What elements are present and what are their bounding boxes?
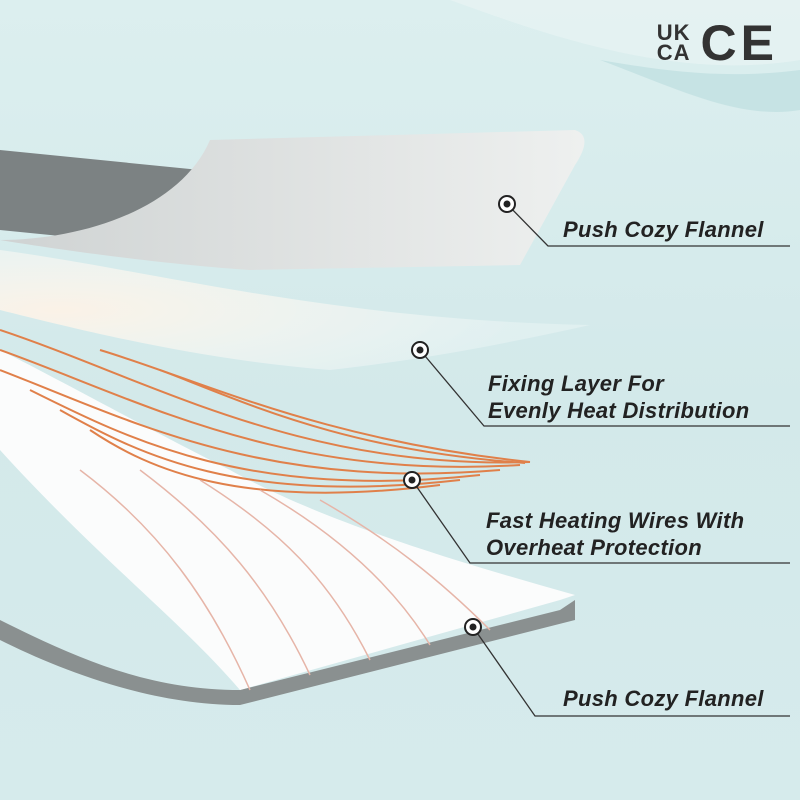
label-line: Evenly Heat Distribution xyxy=(488,398,750,423)
label-bottom-flannel: Push Cozy Flannel xyxy=(563,685,764,712)
ukca-line2: CA xyxy=(656,40,691,65)
wire-traces xyxy=(79,469,491,691)
ukca-line1: UK xyxy=(656,20,691,45)
heating-wires xyxy=(0,329,531,494)
top-flannel-layer xyxy=(0,130,585,270)
label-fixing-layer: Fixing Layer For Evenly Heat Distributio… xyxy=(488,370,749,424)
label-top-flannel: Push Cozy Flannel xyxy=(563,216,764,243)
label-line: Overheat Protection xyxy=(486,535,702,560)
fixing-layer xyxy=(0,250,590,370)
certification-marks: UK CA CE xyxy=(657,14,778,72)
ukca-mark: UK CA xyxy=(656,20,691,65)
marker-dots xyxy=(403,195,516,636)
bottom-flannel-layer xyxy=(0,350,575,705)
label-line: Fixing Layer For xyxy=(488,371,664,396)
label-line: Push Cozy Flannel xyxy=(563,686,764,711)
leader-lines xyxy=(411,203,790,717)
label-line: Fast Heating Wires With xyxy=(486,508,745,533)
label-heating-wires: Fast Heating Wires With Overheat Protect… xyxy=(486,507,744,561)
label-line: Push Cozy Flannel xyxy=(563,217,764,242)
ce-mark: CE xyxy=(700,15,778,71)
